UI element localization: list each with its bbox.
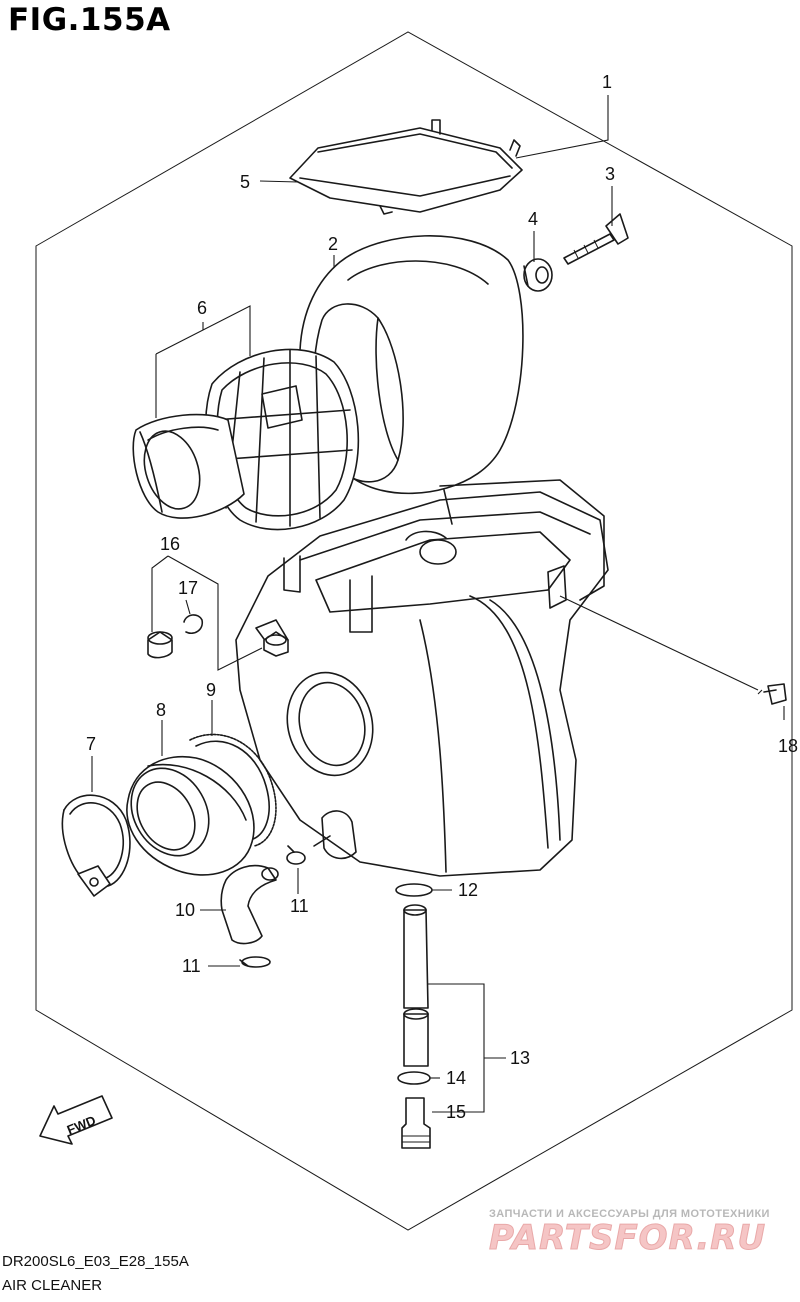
part-hose-clips bbox=[239, 845, 306, 968]
callout-1: 1 bbox=[602, 72, 612, 92]
callout-12: 12 bbox=[458, 880, 478, 900]
callout-numbers: 1 2 3 4 5 6 7 8 9 10 11 11 11 12 13 14 1… bbox=[86, 72, 798, 1122]
part-bolt bbox=[763, 683, 787, 705]
figure-title: FIG.155A bbox=[8, 2, 171, 38]
part-screw bbox=[563, 213, 629, 265]
callout-11-a: 11 bbox=[290, 896, 309, 916]
part-clamp bbox=[61, 794, 131, 897]
callout-10: 10 bbox=[175, 900, 195, 920]
part-o-ring bbox=[189, 733, 277, 847]
part-air-cleaner-case bbox=[235, 479, 609, 877]
part-breather-hose bbox=[220, 864, 279, 945]
callout-15: 15 bbox=[446, 1102, 466, 1122]
assembly-outline bbox=[35, 31, 793, 1231]
callout-16: 16 bbox=[160, 534, 180, 554]
callout-18: 18 bbox=[778, 736, 798, 756]
diagram-caption: AIR CLEANER bbox=[2, 1277, 103, 1294]
callout-3: 3 bbox=[605, 164, 615, 184]
callout-14: 14 bbox=[446, 1068, 466, 1088]
part-cover-plate bbox=[289, 119, 523, 215]
part-intake-boot bbox=[126, 755, 255, 876]
callout-5: 5 bbox=[240, 172, 250, 192]
callout-7: 7 bbox=[86, 734, 96, 754]
leader-lines bbox=[91, 95, 785, 1113]
callout-17: 17 bbox=[178, 578, 198, 598]
callout-9: 9 bbox=[206, 680, 216, 700]
diagram-code: DR200SL6_E03_E28_155A bbox=[2, 1253, 189, 1270]
callout-4: 4 bbox=[528, 209, 538, 229]
callout-11-b: 11 bbox=[182, 956, 201, 976]
part-drain-tube-assembly bbox=[395, 883, 433, 1149]
part-filter-cage bbox=[132, 348, 360, 531]
callout-6: 6 bbox=[197, 298, 207, 318]
part-drain-plug-and-clip bbox=[147, 614, 204, 659]
part-case-pin bbox=[263, 631, 289, 657]
callout-2: 2 bbox=[328, 234, 338, 254]
watermark-logo: PARTSFOR.RU bbox=[488, 1218, 767, 1259]
fwd-direction-arrow: FWD bbox=[39, 1095, 113, 1145]
watermark-tagline: ЗАПЧАСТИ И АКСЕССУАРЫ ДЛЯ МОТОТЕХНИКИ bbox=[489, 1208, 770, 1220]
callout-8: 8 bbox=[156, 700, 166, 720]
callout-13: 13 bbox=[510, 1048, 530, 1068]
part-grommet bbox=[523, 258, 553, 292]
